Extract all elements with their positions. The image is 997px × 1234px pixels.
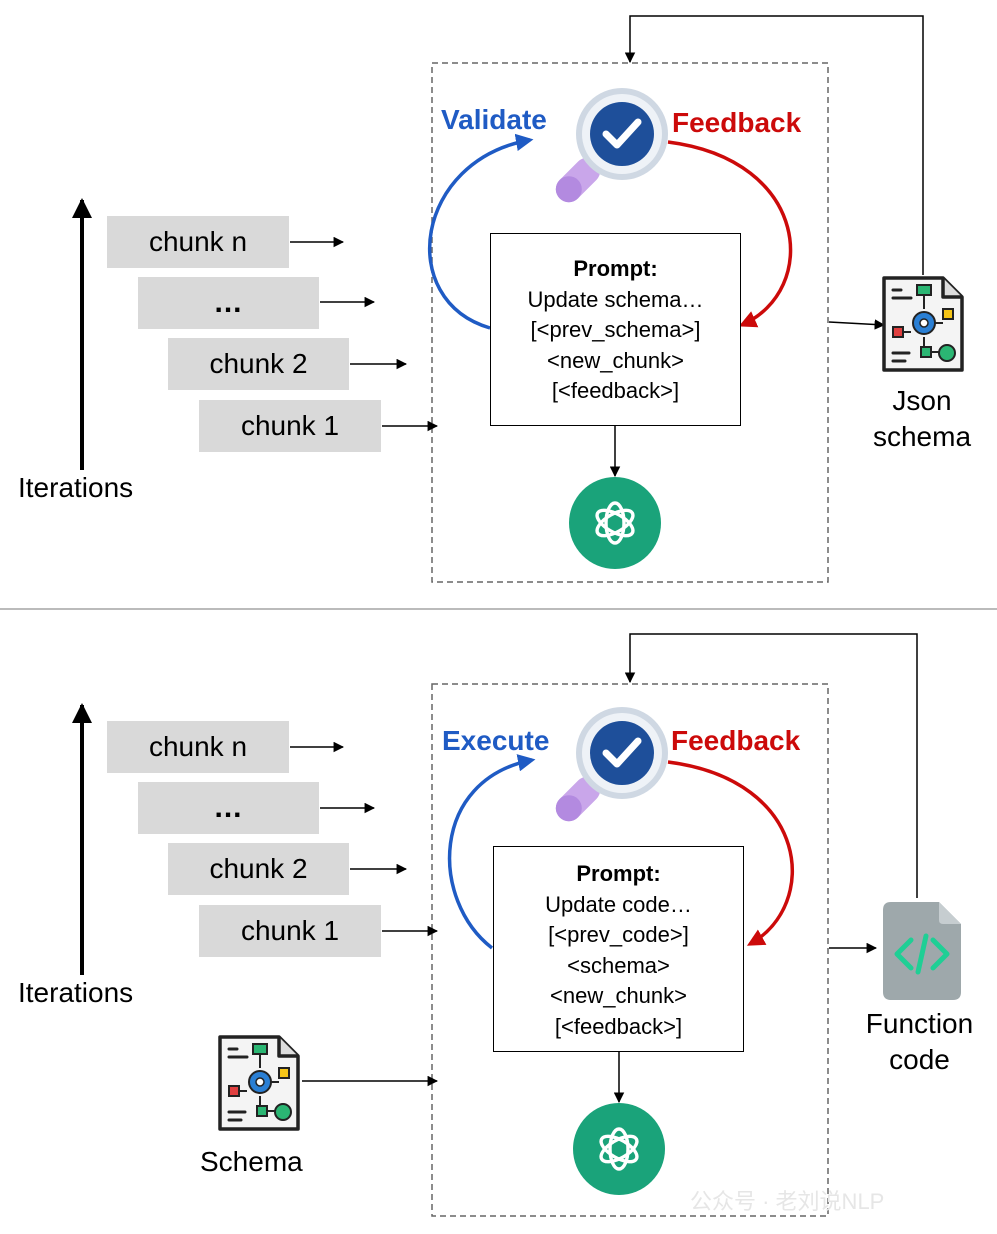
schema-document-icon <box>218 1035 300 1131</box>
bottom-iterations-label: Iterations <box>18 977 134 1008</box>
bottom-prompt-line: [<prev_code>] <box>548 922 689 947</box>
magnifier-check-icon <box>555 88 668 203</box>
magnifier-check-icon <box>555 707 668 822</box>
schema-input-label: Schema <box>200 1146 303 1177</box>
bottom-chunk-2: chunk 2 <box>168 843 349 895</box>
top-prompt-line: [<prev_schema>] <box>530 317 701 342</box>
top-prompt-line: <new_chunk> <box>547 347 684 373</box>
top-chunk-1: chunk 1 <box>199 400 381 452</box>
top-feedback-loop <box>667 140 793 328</box>
bottom-execute-loop <box>447 754 536 950</box>
bottom-feedback-label: Feedback <box>671 725 801 756</box>
top-prompt-line: [<feedback>] <box>551 378 680 403</box>
bottom-output-label-line2: code <box>889 1044 950 1075</box>
top-output-label-line2: schema <box>872 421 972 452</box>
bottom-feedback-loop <box>667 760 794 946</box>
bottom-prompt-line: [<feedback>] <box>554 1013 683 1039</box>
bottom-output-label-line1: Function <box>865 1008 974 1039</box>
code-file-icon <box>883 902 961 1000</box>
schema-document-icon <box>882 276 964 372</box>
top-output-label-line1: Json <box>892 385 952 416</box>
bottom-feedback-return-path <box>624 633 918 898</box>
bottom-execute-label: Execute <box>442 725 550 756</box>
top-chunk-2: chunk 2 <box>168 338 349 390</box>
top-validate-loop <box>427 133 534 330</box>
openai-logo-icon <box>569 477 661 569</box>
top-prompt-title: Prompt: <box>573 256 658 281</box>
bottom-chunk-arrows <box>290 741 439 937</box>
bottom-chunk-ellipsis: ... <box>138 782 319 834</box>
top-feedback-return-path <box>624 15 924 275</box>
bottom-prompt-title: Prompt: <box>576 861 661 886</box>
top-prompt-line: Update schema… <box>527 286 704 312</box>
top-feedback-label: Feedback <box>672 107 802 138</box>
bottom-prompt-line: Update code… <box>545 891 692 917</box>
top-output-arrow <box>828 319 886 330</box>
top-iterations-label: Iterations <box>18 472 134 503</box>
top-prompt-box: Prompt: Update schema… [<prev_schema>] <… <box>490 233 741 426</box>
top-output-label: Json schema <box>862 383 982 455</box>
bottom-chunk-1: chunk 1 <box>199 905 381 957</box>
bottom-prompt-line: <new_chunk> <box>550 983 687 1008</box>
top-chunk-ellipsis: ... <box>138 277 319 329</box>
top-chunk-n: chunk n <box>107 216 289 268</box>
top-chunk-arrows <box>290 236 439 432</box>
bottom-chunk-n: chunk n <box>107 721 289 773</box>
openai-logo-icon <box>573 1103 665 1195</box>
bottom-prompt-box: Prompt: Update code… [<prev_code>] <sche… <box>493 846 744 1052</box>
top-dashed-boundary <box>431 62 829 583</box>
bottom-output-label: Function code <box>857 1006 982 1078</box>
bottom-prompt-line: <schema> <box>567 952 670 978</box>
top-validate-label: Validate <box>441 104 547 135</box>
bottom-dashed-boundary <box>431 683 829 1217</box>
watermark: 公众号 · 老刘说NLP <box>690 1189 885 1214</box>
